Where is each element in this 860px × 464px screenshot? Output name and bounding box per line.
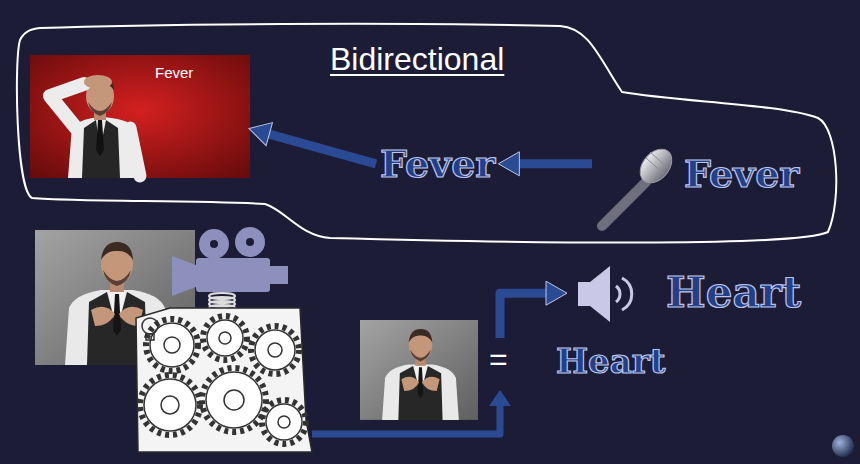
gear-machine — [266, 404, 302, 440]
flow-arrow — [269, 134, 376, 164]
translated-word: Heart — [486, 338, 671, 385]
gear-machine — [203, 316, 247, 360]
machine-arrow — [489, 390, 511, 406]
speaker-icon — [578, 282, 590, 306]
gear-machine — [140, 375, 200, 435]
written-word: Fever — [376, 138, 499, 190]
camera-icon — [235, 227, 265, 257]
camera-icon — [246, 238, 254, 246]
node-text: Heart — [666, 268, 801, 318]
node-text: Fever — [155, 64, 250, 82]
gear-machine — [146, 334, 154, 340]
fever-photo — [88, 102, 112, 116]
moon-dot — [832, 435, 854, 457]
camera-icon — [196, 258, 270, 292]
fever-photo — [30, 55, 250, 178]
node-text: Heart — [556, 341, 665, 382]
gear-machine — [142, 318, 158, 334]
speaker-icon — [616, 286, 620, 302]
node-text: Bidirectional — [330, 40, 840, 78]
equals-sign: = — [489, 343, 508, 375]
gear-machine — [268, 343, 282, 357]
node-text: Fever — [684, 151, 799, 197]
speaker-icon — [578, 266, 632, 322]
fever-photo — [96, 120, 104, 156]
gear-machine — [136, 308, 312, 452]
flow-arrow — [519, 159, 592, 168]
gear-machine — [207, 320, 243, 356]
gear-machine — [202, 368, 266, 432]
moon-dot — [832, 435, 854, 457]
microphone-icon — [602, 182, 646, 226]
microphone-icon — [646, 158, 664, 174]
gear-machine — [251, 326, 299, 374]
gear-machine — [144, 379, 196, 431]
signer-photo-small — [360, 320, 478, 420]
gear-machine — [136, 308, 312, 452]
sign-photo: Fever — [30, 55, 250, 178]
node-text: Fever — [380, 141, 495, 187]
camera-icon — [172, 256, 196, 296]
gear-machine — [278, 416, 290, 428]
microphone-icon — [634, 143, 678, 189]
microphone-icon — [602, 143, 678, 226]
speaker-icon — [590, 266, 610, 322]
gear-machine — [140, 316, 306, 444]
fever-photo — [82, 120, 120, 178]
gear-machine — [206, 372, 262, 428]
signer-photo-small — [360, 320, 478, 420]
gear-machine — [142, 318, 290, 428]
spoken-output: Heart — [566, 264, 807, 322]
gear-machine — [164, 337, 180, 353]
gear-machine — [146, 319, 198, 371]
gear-machine — [262, 400, 306, 444]
fever-photo — [84, 75, 112, 89]
camera-icon — [172, 227, 288, 296]
flow-arrow — [500, 293, 546, 338]
gear-machine — [255, 330, 295, 370]
fever-photo — [50, 84, 84, 128]
camera-icon — [270, 266, 288, 284]
gear-machine — [161, 396, 179, 414]
bidirectional-region: BidirectionalFeverFeverFever — [12, 18, 840, 250]
microphone-icon — [650, 152, 668, 168]
gear-machine — [219, 332, 231, 344]
fever-photo — [130, 128, 140, 176]
speaker-icon — [622, 278, 632, 310]
fever-photo — [30, 55, 250, 178]
gear-machine — [224, 390, 244, 410]
gear-machine — [144, 320, 302, 440]
camera-icon — [210, 240, 218, 248]
camera-icon — [199, 229, 229, 259]
spoken-word: Fever — [592, 148, 803, 200]
